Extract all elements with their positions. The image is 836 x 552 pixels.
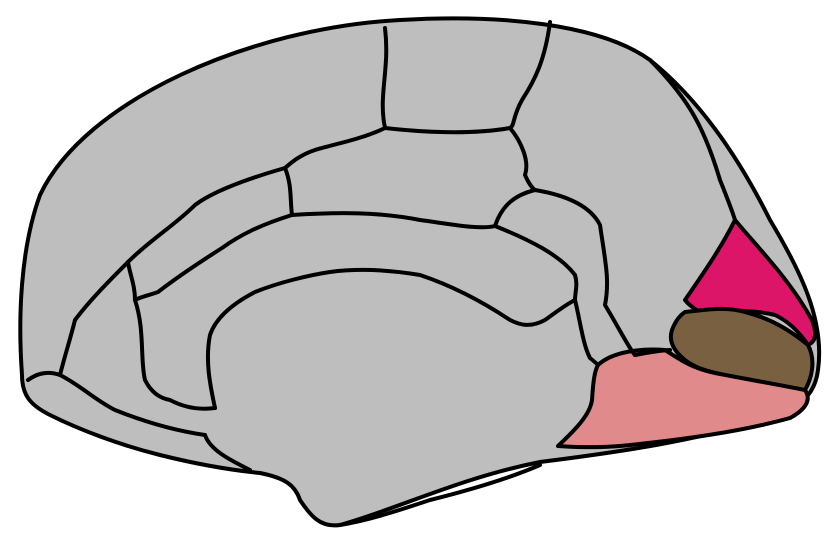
occipital-upper-region xyxy=(683,218,818,347)
occipital-lower-region xyxy=(556,347,810,450)
cortex-base-region xyxy=(18,16,822,528)
parcel-boundaries xyxy=(26,20,737,527)
